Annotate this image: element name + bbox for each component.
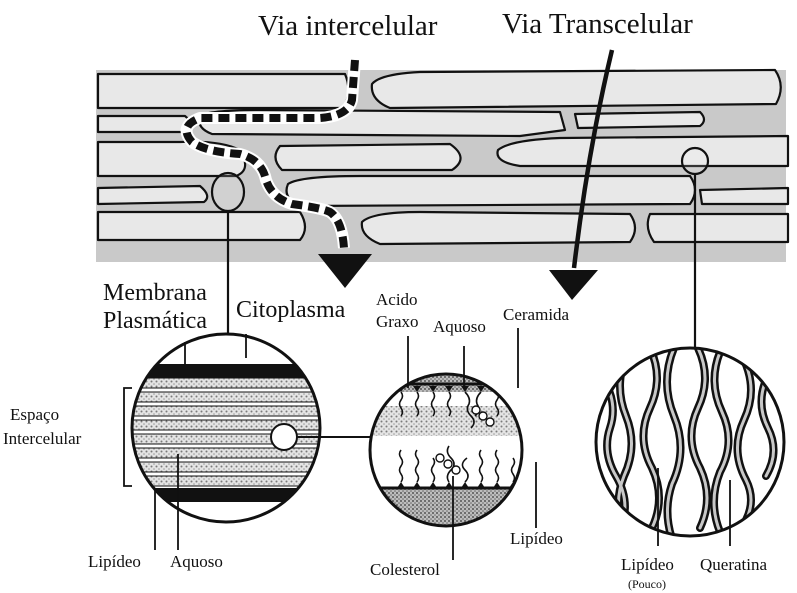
pouco-label: (Pouco) [628, 578, 666, 590]
zoom-circle-lipid-bilayer [370, 374, 522, 528]
corneocyte [98, 74, 348, 108]
corneocyte [700, 188, 788, 204]
colesterol-label: Colesterol [370, 561, 440, 578]
graxo-label: Graxo [376, 313, 418, 330]
zoom-circle-membrane [130, 334, 370, 524]
lipideo-mid-label: Lipídeo [510, 530, 563, 547]
corneocyte [648, 214, 788, 242]
zoom-circle-keratin [596, 348, 786, 568]
corneocyte [497, 136, 788, 166]
queratina-label: Queratina [700, 556, 767, 573]
aquoso-left-label: Aquoso [170, 553, 223, 570]
espaco-label: Espaço [10, 406, 59, 423]
corneocyte [275, 144, 460, 170]
via-intercelular-label: Via intercelular [258, 12, 437, 41]
aquoso-mid-label: Aquoso [433, 318, 486, 335]
ceramida-label: Ceramida [503, 306, 569, 323]
intercelular-label: Intercelular [3, 430, 81, 447]
corneocyte [372, 70, 781, 108]
plasmatica-label: Plasmática [103, 309, 207, 333]
membrana-label: Membrana [103, 281, 207, 305]
corneocyte [362, 212, 635, 244]
corneocyte [98, 186, 207, 204]
lipideo-right-label: Lipídeo [621, 556, 674, 573]
corneocyte [98, 116, 191, 132]
corneocyte [98, 212, 305, 240]
acido-label: Acido [376, 291, 418, 308]
corneocyte [287, 176, 696, 206]
citoplasma-label: Citoplasma [236, 298, 345, 322]
lipideo-left-label: Lipídeo [88, 553, 141, 570]
via-transcelular-label: Via Transcelular [502, 10, 693, 39]
